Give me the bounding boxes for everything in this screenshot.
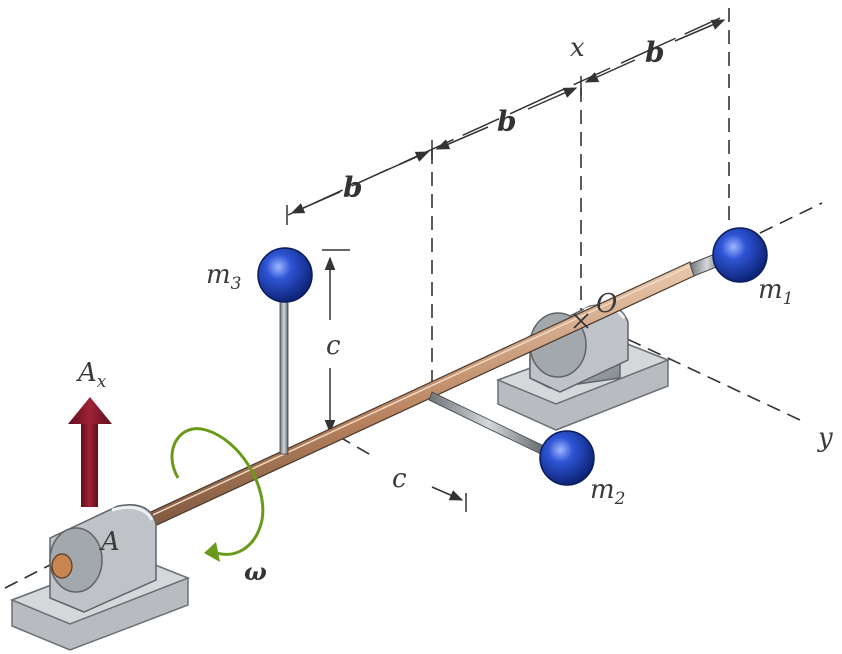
bearing-a (9, 504, 191, 651)
c-horizontal-reference (337, 435, 377, 459)
label-point-a: A (99, 527, 120, 557)
label-origin: O (596, 289, 617, 319)
b-dimension-lines (286, 17, 721, 225)
c-vertical-dimension (322, 249, 350, 434)
reference-lines (4, 8, 823, 589)
labels: b b b x y O c c A ω m1 m2 m3 Ax (76, 33, 833, 586)
reaction-arrow-ax (68, 397, 112, 507)
rotation-omega-arrow (170, 427, 265, 562)
label-c-horizontal: c (392, 464, 407, 494)
m2-sphere (539, 430, 595, 486)
label-m1: m1 (758, 275, 793, 309)
m3-rod (279, 291, 289, 455)
c-horizontal-dimension (431, 486, 467, 512)
label-b-3: b (645, 36, 665, 69)
m3-assembly (257, 247, 313, 455)
label-c-vertical: c (326, 331, 341, 361)
b-dimension-arrows (290, 19, 726, 214)
label-omega: ω (244, 557, 267, 586)
shaft-axis-extension-left (4, 564, 51, 589)
origin-marker (573, 313, 589, 329)
m1-sphere (712, 227, 768, 283)
label-m2: m2 (590, 475, 625, 509)
label-ax: Ax (76, 358, 107, 392)
m2-assembly (428, 391, 595, 486)
label-y-axis: y (817, 423, 833, 453)
label-b-1: b (343, 171, 363, 204)
shaft-axis-extension-right (759, 202, 823, 234)
shaft (57, 251, 725, 569)
label-b-2: b (497, 105, 517, 138)
label-x-axis: x (570, 33, 585, 63)
y-axis-line (607, 329, 801, 421)
label-m3: m3 (206, 260, 241, 294)
m3-sphere (257, 247, 313, 303)
